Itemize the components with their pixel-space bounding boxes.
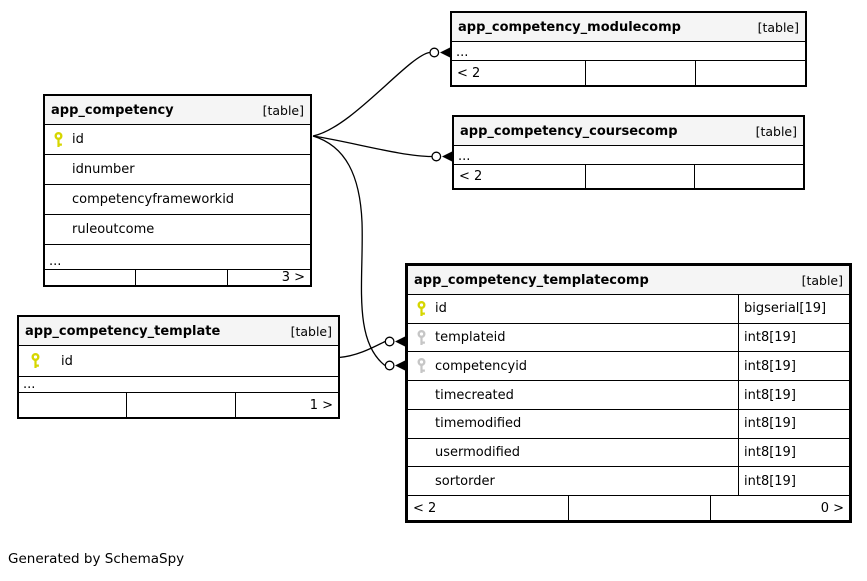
column-type: int8[19] bbox=[738, 381, 849, 409]
key-icon-spacer bbox=[416, 416, 427, 432]
column-type: int8[19] bbox=[738, 409, 849, 438]
column-row-ellipsis: ... bbox=[19, 377, 338, 393]
column-name: timecreated bbox=[435, 387, 514, 403]
footer-cell bbox=[585, 61, 695, 85]
arrow-icon bbox=[395, 360, 405, 371]
column-name: id bbox=[61, 353, 73, 369]
table-header[interactable]: app_competency_template [table] bbox=[19, 317, 338, 346]
footer-cell bbox=[126, 393, 235, 417]
table-type-tag: [table] bbox=[757, 19, 799, 35]
column-name: timemodified bbox=[435, 416, 522, 432]
column-row: competencyframeworkid bbox=[45, 185, 310, 215]
arrow-icon bbox=[440, 47, 450, 58]
column-row: timemodified int8[19] bbox=[408, 409, 849, 439]
footer-outgoing-count bbox=[695, 61, 805, 85]
table-node-app_competency_modulecomp[interactable]: app_competency_modulecomp [table] ... < … bbox=[450, 11, 807, 87]
relationship-edge-competency-coursecomp bbox=[312, 135, 432, 158]
table-name: app_competency_template bbox=[25, 323, 221, 339]
foreign-key-icon bbox=[416, 329, 427, 346]
table-footer: 3 > bbox=[45, 270, 310, 285]
key-icon-spacer bbox=[53, 222, 64, 238]
column-row: idnumber bbox=[45, 155, 310, 185]
column-name: id bbox=[435, 301, 447, 317]
column-name: sortorder bbox=[435, 473, 495, 489]
table-node-app_competency[interactable]: app_competency [table] id idnumber compe… bbox=[43, 94, 312, 287]
footer-incoming-count: < 2 bbox=[457, 65, 481, 81]
footer-outgoing-count bbox=[694, 165, 803, 188]
footer-outgoing-count: 0 > bbox=[710, 496, 849, 521]
table-name: app_competency bbox=[51, 102, 174, 118]
column-type: int8[19] bbox=[738, 467, 849, 496]
column-row: sortorder int8[19] bbox=[408, 467, 849, 497]
key-icon-spacer bbox=[416, 444, 427, 460]
arrow-icon bbox=[442, 151, 452, 162]
table-footer: < 2 0 > bbox=[408, 496, 849, 521]
table-node-app_competency_templatecomp[interactable]: app_competency_templatecomp [table] id b… bbox=[405, 263, 852, 523]
column-type: int8[19] bbox=[738, 323, 849, 352]
open-dot-icon bbox=[429, 47, 440, 58]
relationship-edge-competency-modulecomp bbox=[312, 51, 430, 137]
column-row-ellipsis: ... bbox=[45, 245, 310, 270]
column-name: templateid bbox=[435, 330, 506, 346]
column-row-ellipsis: ... bbox=[452, 42, 805, 61]
generator-note: Generated by SchemaSpy bbox=[8, 551, 185, 567]
table-footer: < 2 bbox=[452, 61, 805, 85]
column-row: id bbox=[45, 125, 310, 155]
table-type-tag: [table] bbox=[755, 123, 797, 139]
table-name: app_competency_modulecomp bbox=[458, 19, 681, 35]
table-footer: < 2 bbox=[454, 165, 803, 188]
footer-incoming-count bbox=[19, 393, 126, 417]
table-type-tag: [table] bbox=[262, 102, 304, 118]
column-type: int8[19] bbox=[738, 438, 849, 467]
table-header[interactable]: app_competency [table] bbox=[45, 96, 310, 125]
footer-incoming-count bbox=[45, 270, 135, 285]
column-row: timecreated int8[19] bbox=[408, 381, 849, 410]
column-name: competencyframeworkid bbox=[72, 192, 235, 207]
key-icon-spacer bbox=[416, 473, 427, 489]
table-header[interactable]: app_competency_coursecomp [table] bbox=[454, 117, 803, 146]
primary-key-icon bbox=[30, 353, 41, 369]
open-dot-icon bbox=[384, 336, 395, 347]
column-row: templateid int8[19] bbox=[408, 323, 849, 353]
foreign-key-icon bbox=[416, 358, 427, 374]
footer-incoming-count: < 2 bbox=[459, 169, 483, 184]
key-icon-spacer bbox=[53, 192, 64, 208]
primary-key-icon bbox=[53, 131, 64, 148]
footer-cell bbox=[585, 165, 694, 188]
column-name: competencyid bbox=[435, 358, 528, 374]
arrow-icon bbox=[395, 336, 405, 347]
table-name: app_competency_templatecomp bbox=[414, 272, 649, 288]
column-name: usermodified bbox=[435, 444, 521, 460]
column-name: ruleoutcome bbox=[72, 222, 155, 237]
footer-cell bbox=[135, 270, 227, 285]
column-row: ruleoutcome bbox=[45, 215, 310, 245]
column-type: int8[19] bbox=[738, 352, 849, 381]
table-name: app_competency_coursecomp bbox=[460, 123, 678, 139]
footer-cell bbox=[568, 496, 710, 521]
table-type-tag: [table] bbox=[290, 323, 332, 339]
table-node-app_competency_template[interactable]: app_competency_template [table] id ... 1… bbox=[17, 315, 340, 419]
table-node-app_competency_coursecomp[interactable]: app_competency_coursecomp [table] ... < … bbox=[452, 115, 805, 190]
column-row: id bigserial[19] bbox=[408, 295, 849, 324]
table-footer: 1 > bbox=[19, 393, 338, 417]
column-row-ellipsis: ... bbox=[454, 146, 803, 165]
footer-outgoing-count: 1 > bbox=[235, 393, 338, 417]
column-name: idnumber bbox=[72, 162, 135, 177]
column-row: competencyid int8[19] bbox=[408, 352, 849, 382]
footer-incoming-count: < 2 bbox=[413, 500, 437, 516]
relationship-edge-template-templatecomp bbox=[338, 340, 386, 359]
open-dot-icon bbox=[431, 151, 442, 162]
primary-key-icon bbox=[416, 300, 427, 317]
open-dot-icon bbox=[384, 360, 395, 371]
column-type: bigserial[19] bbox=[738, 295, 849, 323]
footer-outgoing-count: 3 > bbox=[227, 270, 310, 285]
table-type-tag: [table] bbox=[801, 272, 843, 288]
column-row: id bbox=[19, 346, 338, 377]
table-header[interactable]: app_competency_templatecomp [table] bbox=[408, 266, 849, 295]
key-icon-spacer bbox=[416, 387, 427, 403]
column-name: id bbox=[72, 132, 84, 147]
key-icon-spacer bbox=[53, 162, 64, 178]
table-header[interactable]: app_competency_modulecomp [table] bbox=[452, 13, 805, 42]
column-row: usermodified int8[19] bbox=[408, 438, 849, 468]
